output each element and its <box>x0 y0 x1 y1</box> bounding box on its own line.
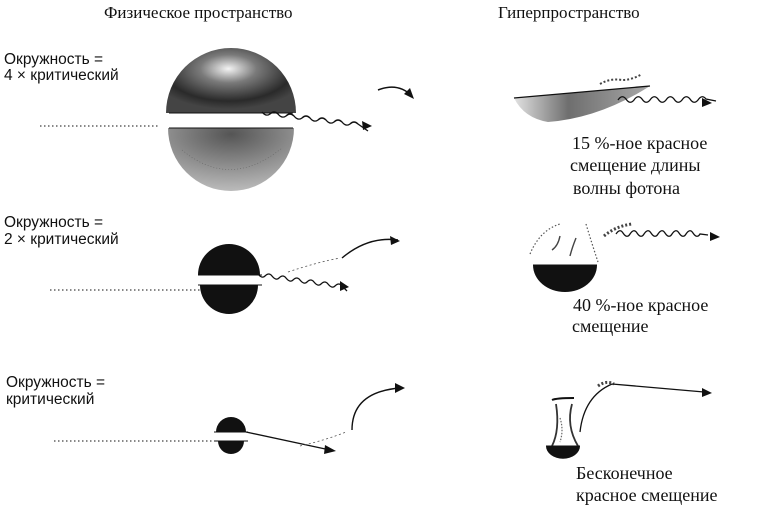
row3-photon-arrowhead <box>324 445 336 454</box>
row1-hyper-wave <box>617 96 717 103</box>
row3-transform-arrowhead <box>395 383 405 393</box>
row2-hyper-wave <box>615 230 709 237</box>
row1-hyper-shape <box>513 73 651 122</box>
row2-physical-sphere <box>50 244 262 314</box>
row2-photon-wave <box>257 273 348 292</box>
row1-label-line1: Окружность = <box>4 51 104 68</box>
row3-label-line1: Окружность = <box>6 374 106 391</box>
row2-label-line1: Окружность = <box>4 214 104 231</box>
row1-transform-arrowhead <box>404 88 414 99</box>
row1-photon-wave <box>261 111 369 132</box>
row2-photon-arrowhead <box>340 281 349 291</box>
row2-label-line2: 2 × критический <box>4 231 119 248</box>
row3-physical-sphere <box>54 417 248 454</box>
row1-hyper-arrowhead <box>702 98 712 107</box>
row3-hyper-funnel <box>546 380 615 459</box>
row1-photon-arrowhead <box>362 121 372 130</box>
row1-label-line2: 4 × критический <box>4 67 119 84</box>
row2-transform-arrowhead <box>390 236 400 245</box>
header-hyperspace: Гиперпространство <box>498 3 640 22</box>
row2-caption-line1: 40 %-ное красное <box>573 295 709 315</box>
row3-hyper-ray <box>611 383 705 393</box>
row2-escape-dashed <box>287 257 341 273</box>
row3-caption-line1: Бесконечное <box>576 463 673 483</box>
row1-physical-sphere <box>40 48 310 191</box>
row2-transform-arrow <box>341 238 399 259</box>
row3-photon-ray <box>245 431 331 451</box>
row2-caption-line2: смещение <box>572 316 649 336</box>
row3-transform-arrow <box>351 387 401 431</box>
header-physical-space: Физическое пространство <box>104 3 293 22</box>
row1-caption-line2: смещение длины <box>570 155 701 175</box>
row3-label-line2: критический <box>6 391 95 408</box>
row1-caption-line3: волны фотона <box>573 178 681 198</box>
row2-hyper-bowl <box>529 222 633 292</box>
row3-caption-line2: красное смещение <box>576 485 718 505</box>
row1-caption-line1: 15 %-ное красное <box>572 133 708 153</box>
row2-hyper-arrowhead <box>710 232 720 241</box>
row3-hyper-arrowhead <box>702 388 712 397</box>
row3-escape-dashed <box>299 431 347 447</box>
